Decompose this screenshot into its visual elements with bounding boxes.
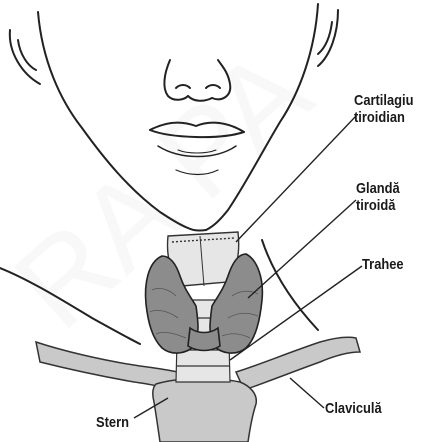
- sternum: [153, 378, 257, 442]
- neck-left: [0, 268, 140, 344]
- left-jaw-line: [38, 12, 188, 228]
- mouth: [150, 123, 244, 175]
- left-ear: [10, 30, 40, 84]
- chin-curve: [188, 228, 206, 231]
- label-thyroid-gland-line2: tiroidă: [356, 197, 400, 214]
- label-thyroid-gland: Glandă tiroidă: [356, 180, 400, 214]
- label-clavicle: Claviculă: [325, 400, 382, 417]
- right-clavicle: [236, 337, 360, 390]
- label-trachea: Trahee: [362, 256, 404, 273]
- clavicle-leader: [290, 378, 324, 408]
- label-sternum: Stern: [96, 414, 129, 431]
- label-thyroid-cartilage: Cartilagiu tiroidian: [354, 92, 414, 126]
- cartilage-leader: [236, 116, 356, 242]
- label-thyroid-cartilage-line2: tiroidian: [354, 109, 414, 126]
- right-jaw-line: [206, 4, 318, 230]
- nose: [164, 60, 230, 101]
- label-thyroid-gland-line1: Glandă: [356, 180, 400, 197]
- label-thyroid-cartilage-line1: Cartilagiu: [354, 92, 414, 109]
- head-outline: [10, 4, 338, 231]
